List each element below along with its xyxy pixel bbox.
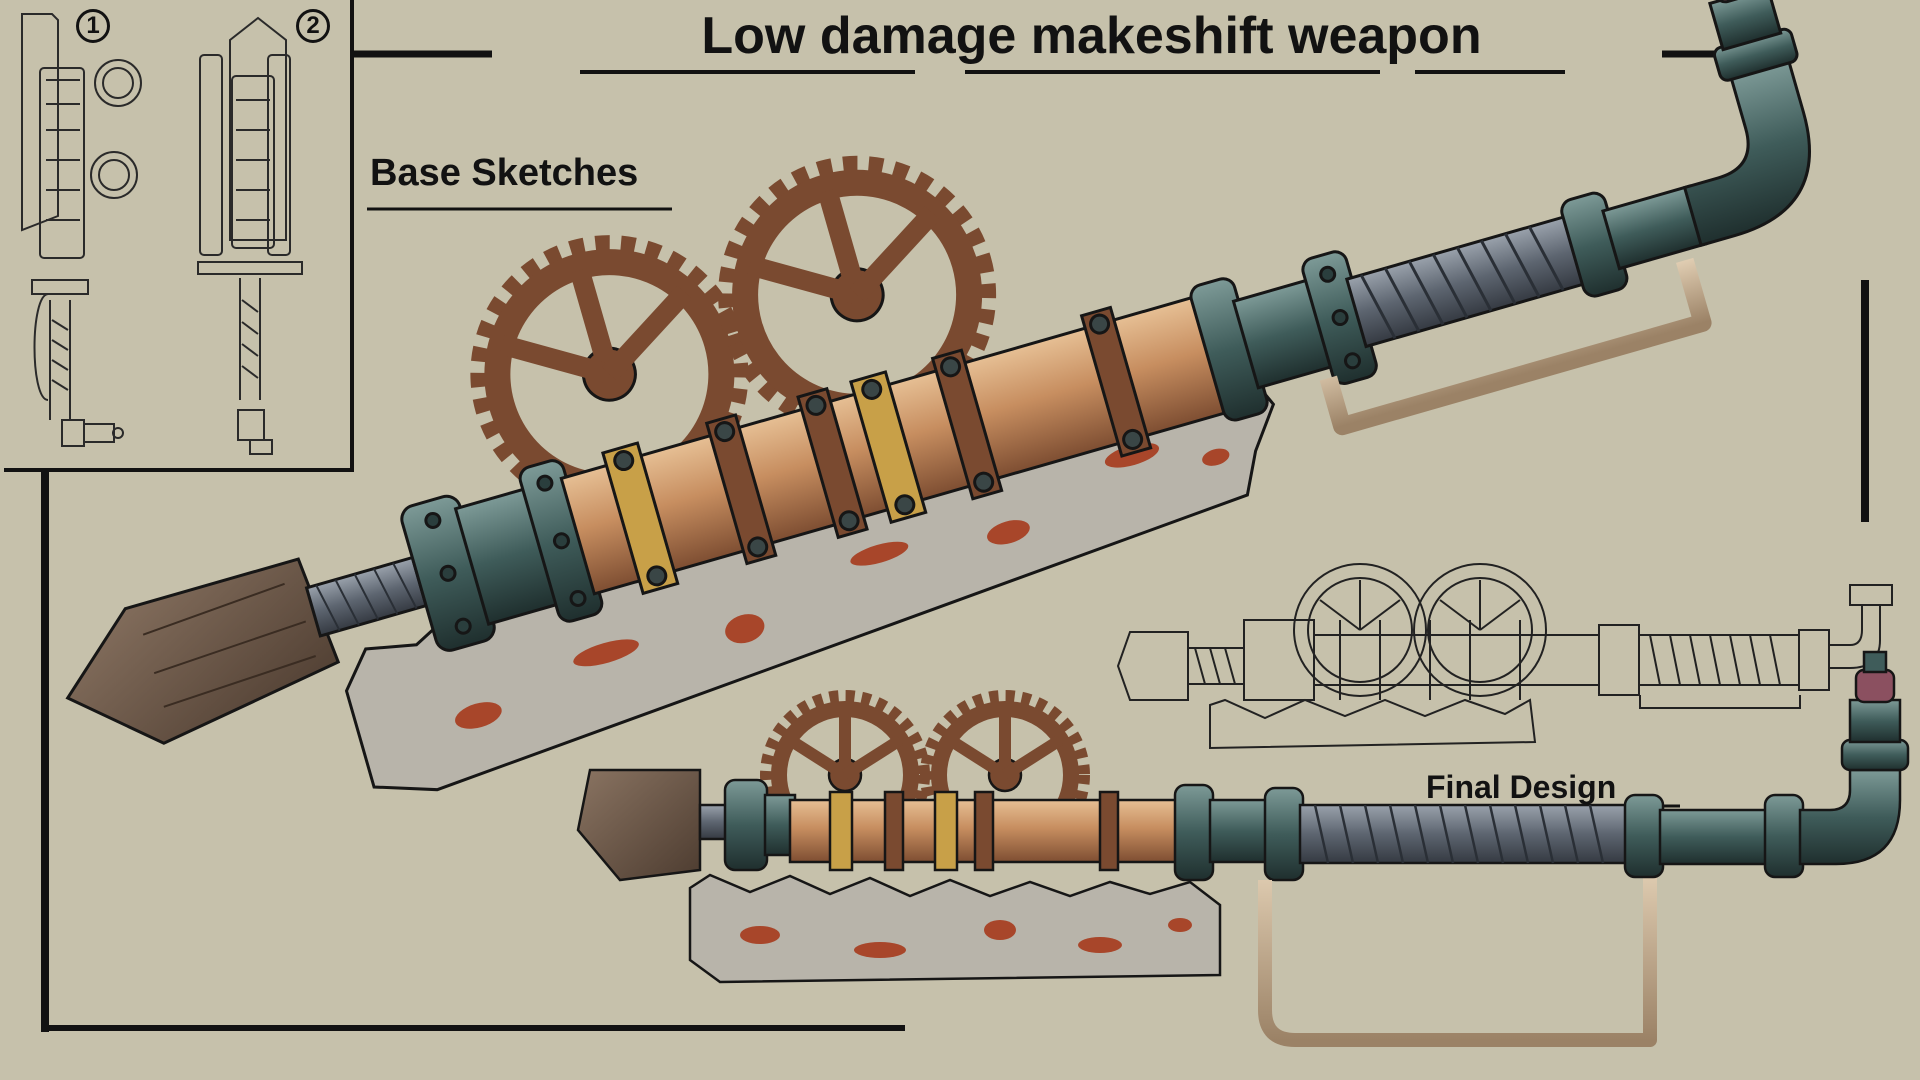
- main-weapon: [65, 0, 1811, 792]
- page-title: Low damage makeshift weapon: [701, 7, 1482, 65]
- main-clamps: [601, 305, 1153, 596]
- sketch-1-number: 1: [76, 9, 110, 43]
- final-grip-wrap: [1298, 803, 1632, 865]
- base-sketches-panel: [4, 0, 354, 472]
- main-shovel: [65, 557, 341, 745]
- final-blade: [688, 873, 1222, 984]
- main-grip-wrap: [1344, 213, 1590, 349]
- main-flange-left: [400, 459, 604, 652]
- final-handle-bar: [1258, 870, 1657, 1047]
- sketch-2: [197, 16, 303, 455]
- final-elbow: [1623, 650, 1910, 879]
- main-wire-wrap: [304, 555, 428, 638]
- final-design-label: Final Design: [1426, 769, 1617, 805]
- main-elbow: [1560, 0, 1811, 298]
- final-clamps: [828, 790, 1120, 872]
- final-design-sketch: [1116, 563, 1893, 750]
- final-flange-right: [1173, 783, 1305, 882]
- base-sketches-label: Base Sketches: [370, 152, 639, 194]
- sketch-2-number: 2: [296, 9, 330, 43]
- sketch-1: [21, 13, 142, 447]
- final-shovel: [576, 768, 702, 882]
- main-handle-bar: [1319, 257, 1712, 436]
- final-weapon: [576, 650, 1910, 1047]
